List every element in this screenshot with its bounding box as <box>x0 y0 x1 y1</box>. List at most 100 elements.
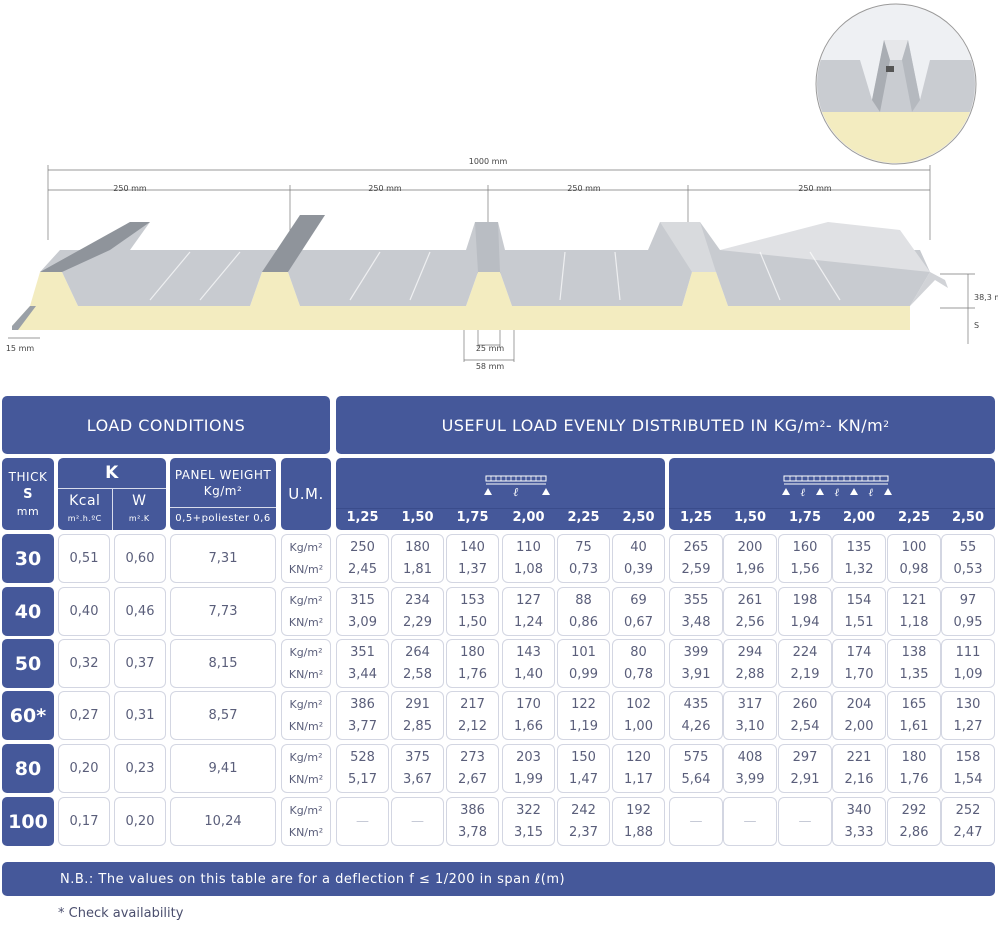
single-load-cell: — <box>336 797 389 846</box>
multi-load-kg: 135 <box>846 539 872 555</box>
multi-load-kg: 575 <box>683 749 709 765</box>
thick-header: THICK S mm <box>2 458 54 530</box>
useful-load-text: USEFUL LOAD EVENLY DISTRIBUTED IN KG/m <box>441 415 820 435</box>
unit-kn: KN/m² <box>288 562 324 576</box>
k-header: K Kcal m².h.ºC W m².K <box>58 458 166 530</box>
single-load-kg: 192 <box>626 802 651 818</box>
multi-span-2: 1,75 <box>788 510 822 525</box>
single-load-kn: 1,19 <box>569 718 598 734</box>
multi-load-kn: 2,47 <box>953 824 983 840</box>
single-load-kg: 102 <box>626 696 651 712</box>
single-span-values <box>336 508 665 531</box>
multi-load-kg: 317 <box>737 696 763 712</box>
single-load-kg: 40 <box>630 539 647 555</box>
multi-load-kg: 200 <box>737 539 763 555</box>
multi-load-kn: 1,94 <box>790 614 820 630</box>
multi-load-kn: 1,76 <box>899 771 929 787</box>
dim-seg-2: 250 mm <box>368 184 402 193</box>
thick-symbol: S <box>23 486 33 502</box>
single-load-kg: 101 <box>571 644 596 660</box>
multi-load-kg: 204 <box>846 696 872 712</box>
thick-unit: mm <box>16 504 40 518</box>
multi-span-3: 2,00 <box>842 510 876 525</box>
multi-load-kg: 221 <box>846 749 872 765</box>
single-load-kg: 250 <box>350 539 375 555</box>
multi-load-kg: 292 <box>901 802 927 818</box>
multi-load-kn: 1,70 <box>844 666 874 682</box>
single-load-kn: 0,99 <box>569 666 598 682</box>
panel-weight-header: PANEL WEIGHT Kg/m² 0,5+poliester 0,6 <box>170 458 276 530</box>
single-load-kn: 3,67 <box>403 771 432 787</box>
multi-load-kg: 297 <box>792 749 818 765</box>
single-load-kg: 170 <box>516 696 541 712</box>
multi-load-kn: 3,99 <box>735 771 765 787</box>
multi-load-kn: 1,96 <box>735 561 765 577</box>
panel-weight-unit: Kg/m² <box>203 483 243 498</box>
dim-seg-3: 250 mm <box>567 184 601 193</box>
single-span-header: ℓ <box>336 458 665 530</box>
w-header: W m².K <box>113 489 167 530</box>
thick-cell: 100 <box>2 797 54 846</box>
deflection-note: N.B.: The values on this table are for a… <box>2 862 995 896</box>
multi-span-symbol-2: ℓ <box>834 486 839 499</box>
detail-circle <box>815 3 977 165</box>
single-load-kg: 120 <box>626 749 651 765</box>
multi-load-kn: 1,09 <box>953 666 983 682</box>
single-load-kg: 69 <box>630 592 647 608</box>
single-span-symbol: ℓ <box>513 485 519 499</box>
single-load-kg: 322 <box>516 802 541 818</box>
unit-kg: Kg/m² <box>289 540 323 554</box>
single-load-kg: 110 <box>516 539 541 555</box>
single-load-kn: 2,58 <box>403 666 432 682</box>
single-load-kg: 180 <box>460 644 485 660</box>
single-load-kn: 0,78 <box>624 666 653 682</box>
w-cell: 0,20 <box>114 797 166 846</box>
single-load-kg: 143 <box>516 644 541 660</box>
multi-load-kn: 0,98 <box>899 561 929 577</box>
dim-rib-top: 25 mm <box>476 344 505 353</box>
panel-weight-note: 0,5+poliester 0,6 <box>170 507 276 530</box>
multi-load-kn: 3,10 <box>735 718 765 734</box>
unit-kg: Kg/m² <box>289 593 323 607</box>
single-load-kg: — <box>356 813 369 829</box>
um-header: U.M. <box>281 458 331 530</box>
single-load-kn: 1,00 <box>624 718 653 734</box>
panel-weight-cell: 9,41 <box>170 744 276 793</box>
multi-load-kg: — <box>798 813 812 829</box>
kcal-cell: 0,32 <box>58 639 110 688</box>
multi-load-kg: 265 <box>683 539 709 555</box>
useful-load-sup2: 2 <box>883 420 890 430</box>
multi-load-kg: 174 <box>846 644 872 660</box>
multi-load-kn: 3,33 <box>844 824 874 840</box>
multi-load-kn: 4,26 <box>681 718 711 734</box>
panel-weight-cell: 8,15 <box>170 639 276 688</box>
w-cell: 0,31 <box>114 691 166 740</box>
single-load-kn: 0,39 <box>624 561 653 577</box>
multi-span-5: 2,50 <box>951 510 985 525</box>
single-load-kg: 351 <box>350 644 375 660</box>
single-load-kg: 75 <box>575 539 592 555</box>
kcal-cell: 0,27 <box>58 691 110 740</box>
single-load-kn: 1,50 <box>458 614 487 630</box>
multi-load-kn: 1,35 <box>899 666 929 682</box>
multi-load-kg: 435 <box>683 696 709 712</box>
multi-load-cell: — <box>778 797 832 846</box>
unit-kn: KN/m² <box>288 772 324 786</box>
